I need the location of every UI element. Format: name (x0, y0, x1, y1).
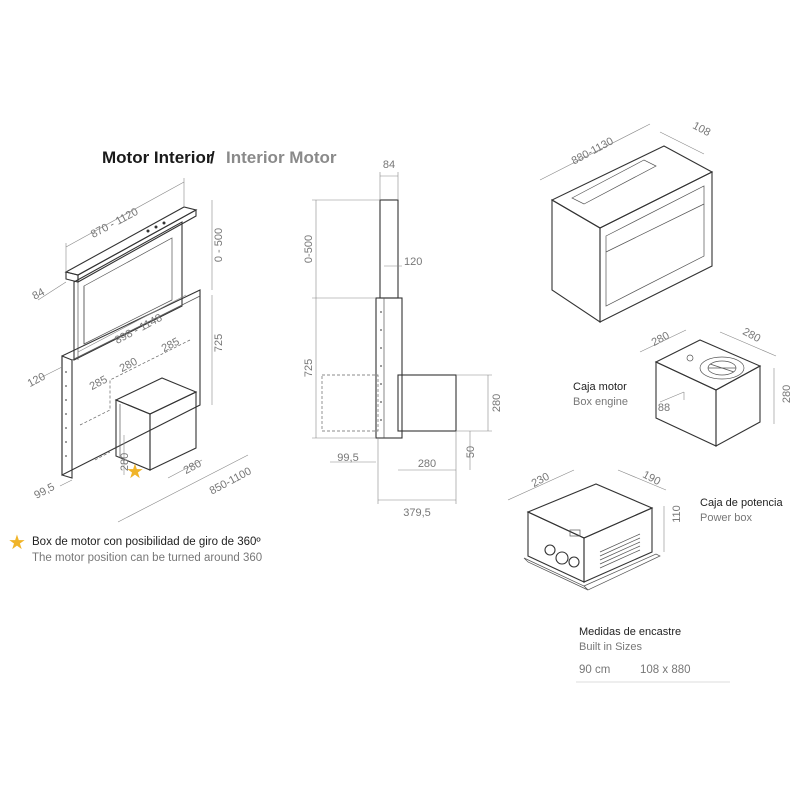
size-cm: 90 cm (579, 664, 611, 676)
title-main: Motor Interior (102, 148, 213, 167)
title-secondary: Interior Motor (226, 148, 337, 167)
side-dim-280-right: 280 (491, 394, 503, 412)
side-view-drawing (312, 172, 492, 504)
dim-120-front: 120 (26, 371, 48, 390)
side-dim-120: 120 (404, 256, 422, 268)
side-dim-50: 50 (465, 446, 477, 458)
dim-280-inner: 280 (118, 356, 140, 375)
front-view-drawing (37, 178, 249, 523)
motor-dim-280-left: 280 (650, 330, 672, 349)
dim-280-vertical: 280 (119, 453, 131, 471)
label-caja-potencia: Caja de potencia (700, 497, 783, 509)
note-spanish: Box de motor con posibilidad de giro de … (32, 536, 261, 548)
cutout-dim-880-1130: 880-1130 (570, 135, 616, 167)
label-medidas-encastre: Medidas de encastre (579, 626, 682, 638)
dim-84-front: 84 (30, 286, 46, 302)
motor-box-drawing (639, 329, 777, 447)
dim-285-a: 285 (160, 336, 182, 355)
star-marker-note: ★ (8, 532, 26, 554)
title-separator: / (210, 148, 215, 167)
star-marker-drawing: ★ (126, 461, 144, 483)
note-english: The motor position can be turned around … (32, 552, 263, 564)
dim-850-1100: 850-1100 (208, 465, 254, 497)
label-built-in-sizes: Built in Sizes (579, 641, 642, 653)
dim-99-5-front: 99,5 (32, 481, 57, 502)
power-dim-190: 190 (640, 469, 662, 488)
motor-dim-88: 88 (658, 402, 670, 414)
dim-285-b: 285 (88, 374, 110, 393)
motor-dim-280-height: 280 (781, 385, 793, 403)
label-power-box: Power box (700, 512, 752, 524)
side-dim-379-5: 379,5 (403, 507, 431, 519)
size-mm: 108 x 880 (640, 664, 691, 676)
cutout-dim-108: 108 (690, 120, 712, 139)
cutout-drawing (539, 123, 714, 324)
side-dim-280-bottom: 280 (418, 458, 436, 470)
power-dim-230: 230 (530, 471, 552, 490)
power-dim-110: 110 (671, 505, 683, 523)
label-caja-motor: Caja motor (573, 381, 627, 393)
dim-725-front: 725 (213, 334, 225, 352)
side-dim-725: 725 (303, 359, 315, 377)
side-dim-84: 84 (383, 159, 395, 171)
side-dim-0-500: 0-500 (303, 235, 315, 263)
dim-0-500: 0 - 500 (213, 228, 225, 262)
side-dim-99-5: 99,5 (337, 452, 358, 464)
power-box-drawing (507, 469, 667, 591)
label-box-engine: Box engine (573, 396, 629, 408)
